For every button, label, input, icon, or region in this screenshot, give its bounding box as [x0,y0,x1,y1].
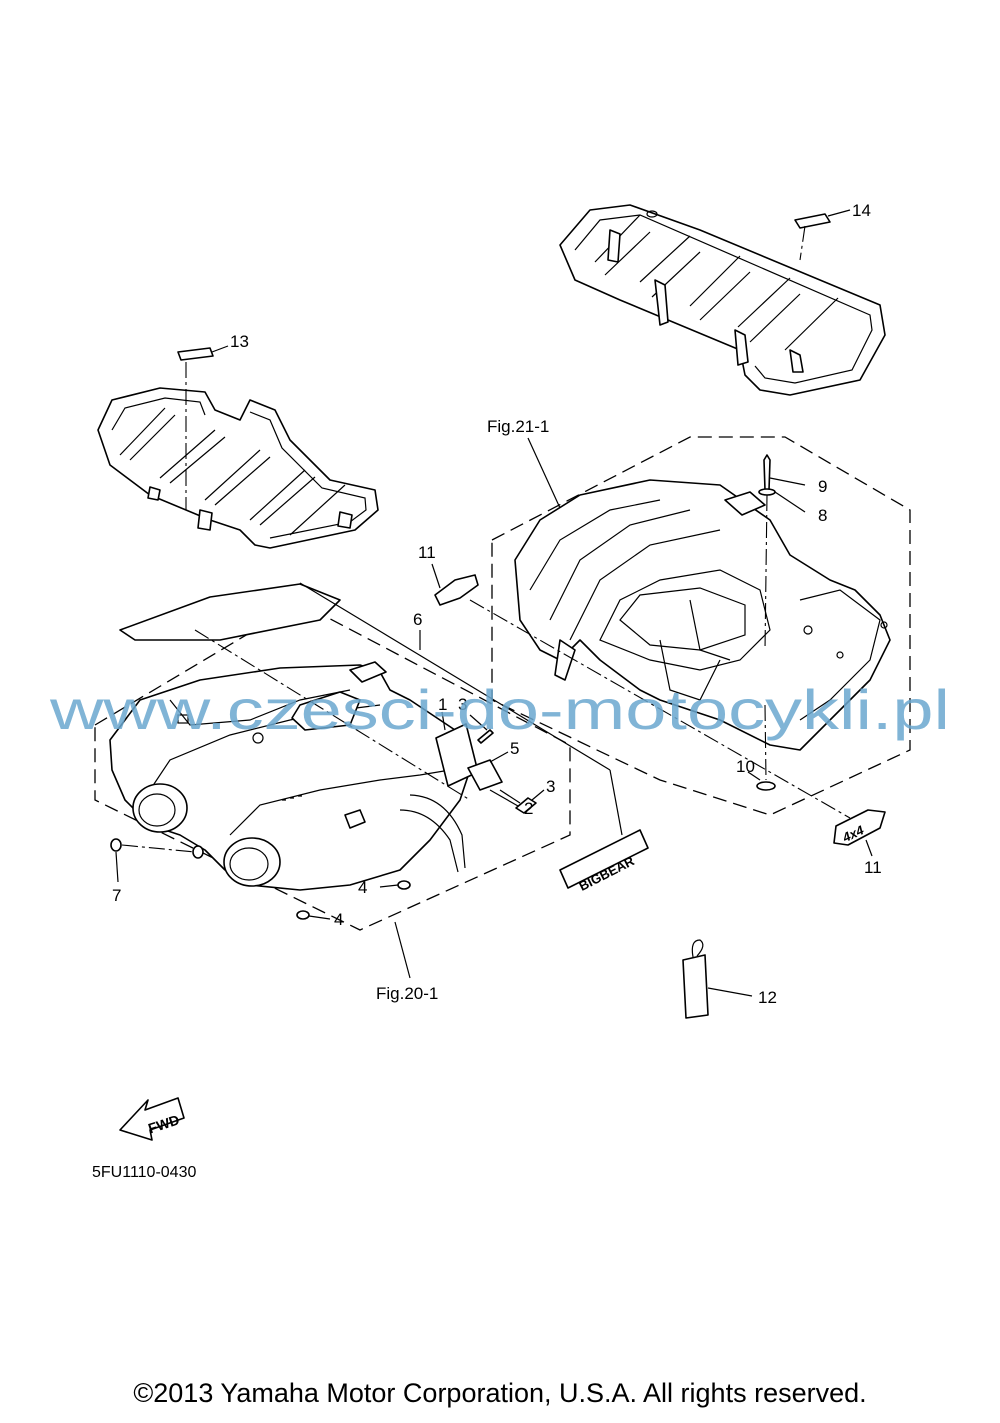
callout-11-lower: 11 [864,858,882,877]
screw-3-upper [477,729,494,744]
part-code: 5FU1110-0430 [92,1164,196,1181]
callout-3-upper: 3 [458,695,467,714]
decal-11-upper [434,574,479,606]
tag-12 [682,954,709,1019]
callout-4-lower: 4 [334,910,343,929]
fig-label-front: Fig.20-1 [376,984,438,1003]
rear-carrier [559,204,886,396]
callout-11-upper: 11 [418,543,436,562]
washer-4b [296,910,310,920]
fwd-arrow-icon: FWD [119,1097,185,1141]
rear-fender [491,436,911,816]
callout-6: 6 [413,610,422,629]
washer-8 [758,488,776,496]
bolt-9 [763,454,771,491]
callout-12: 12 [758,988,777,1007]
nut-5 [467,759,503,791]
callout-14: 14 [852,201,871,220]
screw-3-lower [515,797,537,814]
callout-5: 5 [510,739,519,758]
callout-4-upper: 4 [358,878,367,897]
watermark-url: www.czesci-do-motocykli.pl [49,678,950,741]
grommet-10 [756,781,776,791]
callout-1: 1 [438,695,447,714]
callout-9: 9 [818,477,827,496]
callout-2: 2 [524,799,533,818]
callout-10: 10 [736,757,755,776]
front-carrier [97,387,379,549]
plug-7 [110,838,122,852]
callout-7: 7 [112,886,121,905]
emblem-bigbear [559,829,649,889]
label-sticker-14 [794,213,831,229]
front-fender [94,583,571,931]
callout-13: 13 [230,332,249,351]
callout-3-lower: 3 [546,777,555,796]
washer-4a [397,880,411,890]
copyright-notice: ©2013 Yamaha Motor Corporation, U.S.A. A… [133,1378,867,1408]
fig-label-rear: Fig.21-1 [487,417,549,436]
callout-8: 8 [818,506,827,525]
label-sticker-13 [177,347,214,361]
decal-4x4 [833,809,886,846]
